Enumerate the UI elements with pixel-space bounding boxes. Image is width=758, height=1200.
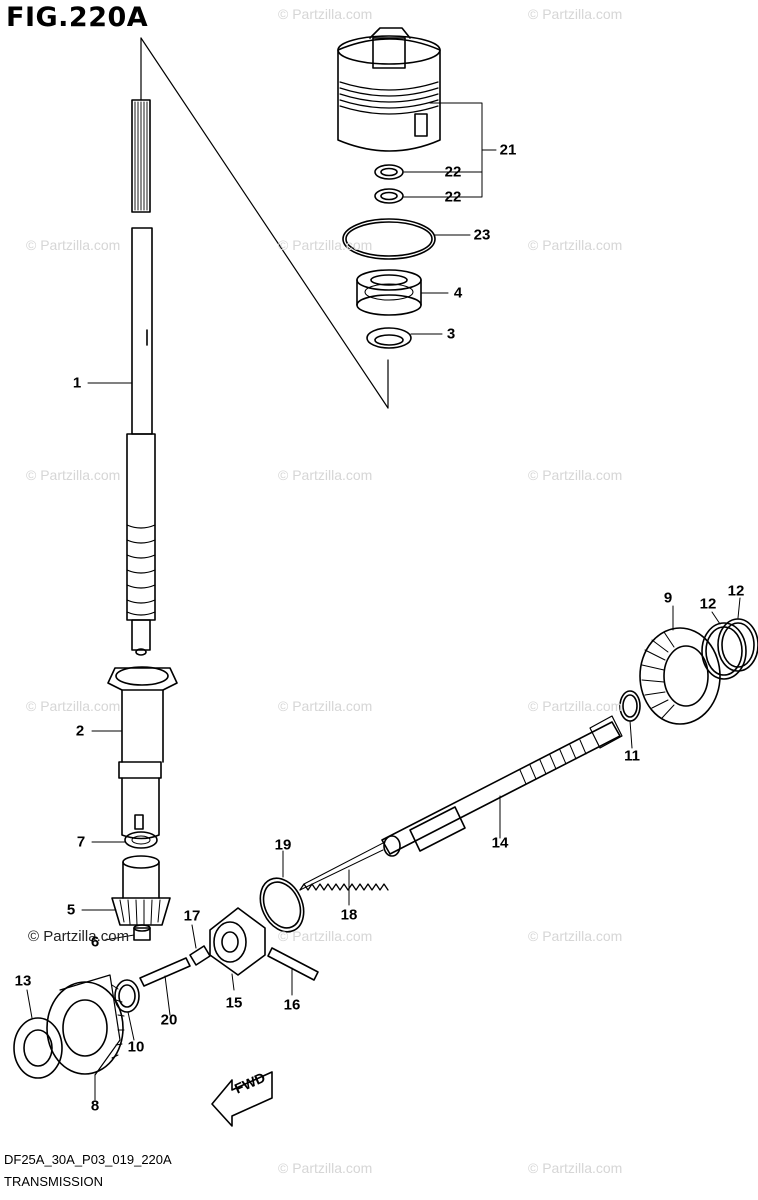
ring-part-11	[619, 690, 641, 722]
callout-label: 22	[444, 163, 462, 181]
watermark: © Partzilla.com	[528, 467, 623, 483]
figure-code: DF25A_30A_P03_019_220A	[4, 1152, 172, 1167]
callout-label: 15	[225, 994, 243, 1012]
callout-label: 11	[624, 747, 640, 765]
callout-label: 14	[491, 834, 509, 852]
figure-name: TRANSMISSION	[4, 1174, 103, 1189]
shim-part-3	[366, 327, 412, 349]
watermark: © Partzilla.com	[278, 928, 373, 944]
callout-label: 21	[499, 141, 517, 159]
reverse-gear-part-8	[46, 974, 125, 1076]
callout-label: 1	[72, 374, 82, 392]
washer-part-13	[13, 1017, 63, 1079]
nut-part-6	[133, 924, 151, 941]
washer-part-7	[124, 831, 158, 849]
watermark: © Partzilla.com	[528, 6, 623, 22]
figure-title: FIG.220A	[6, 2, 149, 33]
leader-lines	[26, 102, 741, 1101]
callout-label: 22	[444, 188, 462, 206]
watermark: © Partzilla.com	[28, 928, 130, 945]
pin-part-17	[189, 945, 211, 966]
callout-label: 8	[90, 1097, 100, 1115]
callout-label: 2	[75, 722, 85, 740]
callout-label: 9	[663, 589, 673, 607]
shims-part-12	[701, 618, 758, 680]
callout-label: 3	[446, 325, 456, 343]
callout-label: 6	[90, 933, 100, 951]
watermark: © Partzilla.com	[278, 698, 373, 714]
watermark: © Partzilla.com	[278, 467, 373, 483]
ring-part-19	[259, 877, 305, 933]
o-rings-part-22	[374, 164, 404, 204]
propeller-shaft-part-14	[381, 715, 623, 857]
housing-part-21	[337, 27, 441, 152]
callout-label: 18	[340, 906, 358, 924]
callout-label: 5	[66, 901, 76, 919]
callout-label: 23	[473, 226, 491, 244]
watermark: © Partzilla.com	[26, 467, 121, 483]
callout-label: 7	[76, 833, 86, 851]
callout-label: 16	[283, 996, 301, 1014]
shift-rod-part-20	[139, 957, 191, 987]
callout-label: 13	[14, 972, 32, 990]
sleeve-part-2	[107, 666, 178, 840]
fwd-arrow-icon	[211, 1071, 273, 1127]
drive-shaft-part-1	[126, 99, 156, 656]
callout-label: 12	[699, 595, 717, 613]
spring-part-18	[299, 841, 389, 891]
bevel-gear-part-9	[639, 627, 721, 725]
callout-label: 19	[274, 836, 292, 854]
watermark: © Partzilla.com	[278, 1160, 373, 1176]
callout-label: 20	[160, 1011, 178, 1029]
callout-label: 17	[183, 907, 201, 925]
watermark: © Partzilla.com	[528, 237, 623, 253]
ring-part-10	[114, 979, 140, 1013]
clutch-dog-part-15	[209, 907, 266, 976]
bearing-part-4	[356, 269, 422, 316]
o-ring-part-23	[342, 218, 436, 260]
callout-label: 10	[127, 1038, 145, 1056]
watermark: © Partzilla.com	[26, 698, 121, 714]
watermark: © Partzilla.com	[528, 928, 623, 944]
watermark: © Partzilla.com	[278, 237, 373, 253]
watermark: © Partzilla.com	[528, 1160, 623, 1176]
callout-label: 4	[453, 284, 463, 302]
pinion-gear-part-5	[111, 855, 171, 926]
watermark: © Partzilla.com	[26, 237, 121, 253]
watermark: © Partzilla.com	[278, 6, 373, 22]
detail-zoom-lines	[140, 37, 389, 409]
pin-part-16	[267, 947, 319, 981]
callout-label: 12	[727, 582, 745, 600]
watermark: © Partzilla.com	[528, 698, 623, 714]
